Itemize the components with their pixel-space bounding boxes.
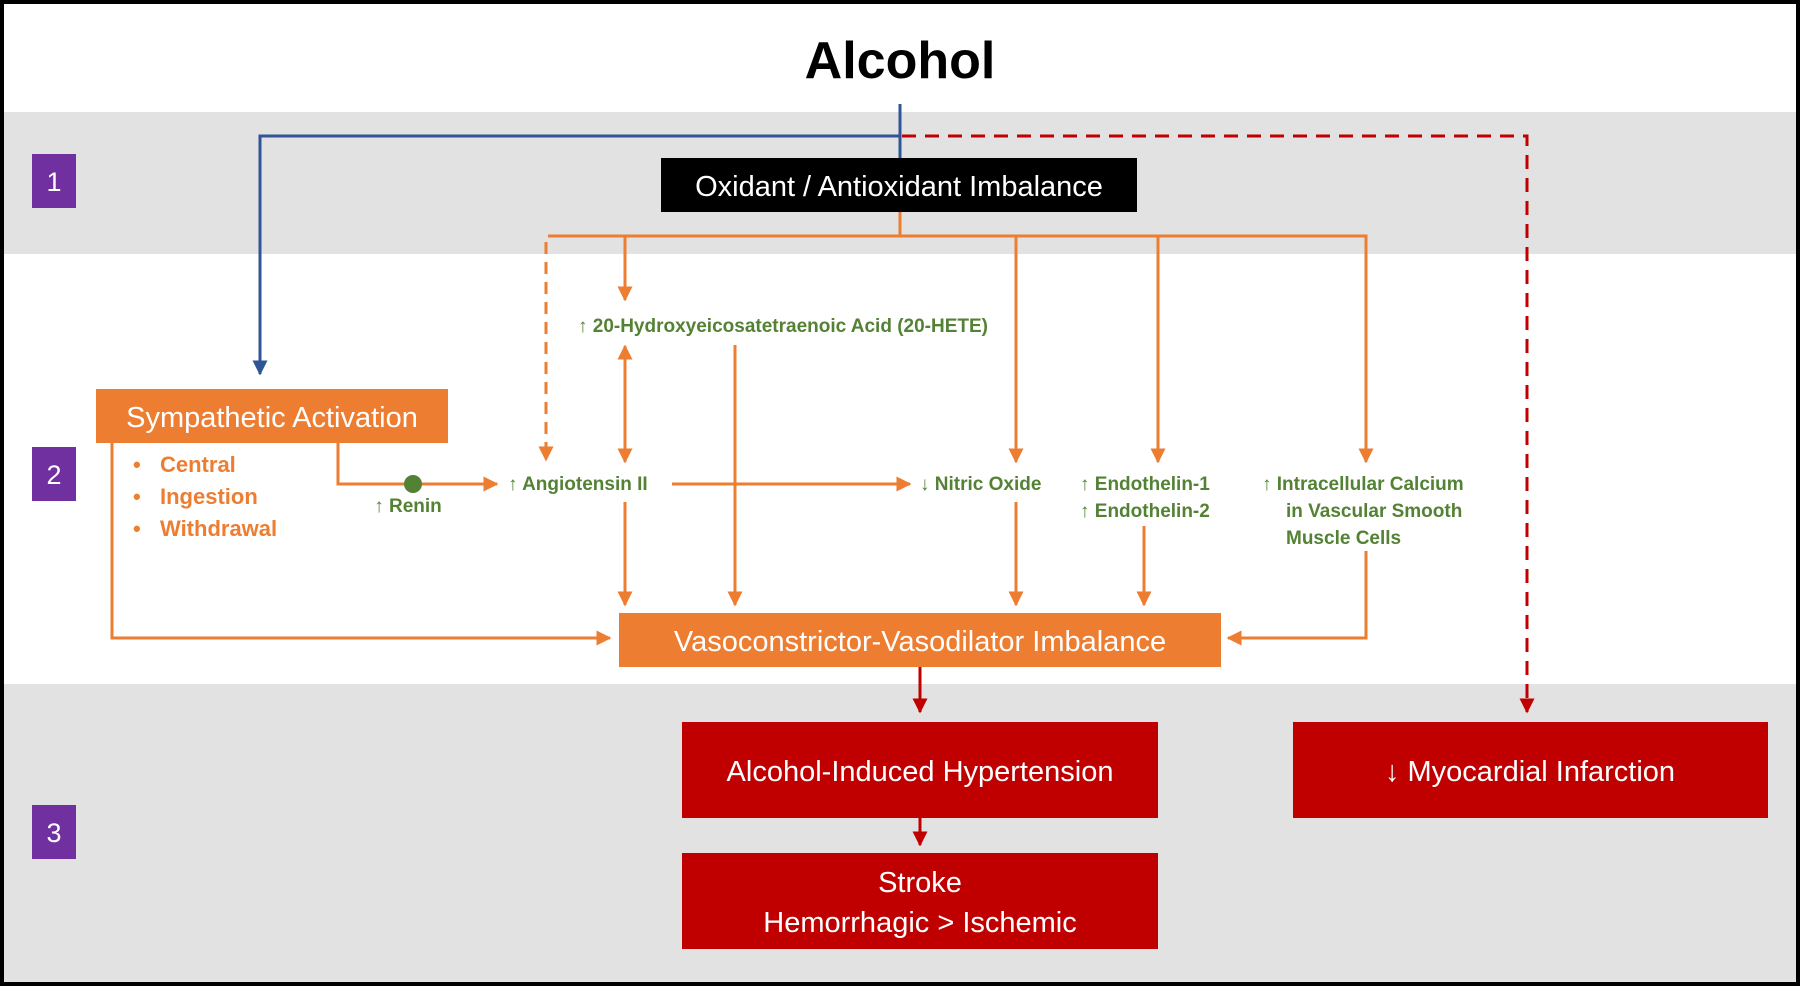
sympathetic-box bbox=[96, 389, 448, 443]
calcium-label-line-1: ↑ Intracellular Calcium bbox=[1262, 474, 1464, 495]
sympathetic-bullet-withdrawal: Withdrawal bbox=[160, 516, 277, 541]
renin-label: ↑ Renin bbox=[374, 496, 442, 517]
diagram-title: Alcohol bbox=[805, 32, 996, 90]
calcium-label-line-3: Muscle Cells bbox=[1286, 528, 1401, 549]
stroke-subtype-label: Hemorrhagic > Ischemic bbox=[763, 907, 1076, 939]
level-number-1: 1 bbox=[46, 167, 61, 197]
nitric-oxide-label: ↓ Nitric Oxide bbox=[920, 474, 1041, 495]
arrow-alcohol-to-mi bbox=[902, 134, 1535, 714]
bullet-dot-central: • bbox=[133, 452, 141, 477]
oxidant-label: Oxidant / Antioxidant Imbalance bbox=[695, 171, 1103, 203]
level-badge-1 bbox=[32, 154, 76, 208]
calcium-label-line-2: in Vascular Smooth bbox=[1286, 501, 1462, 522]
endothelin-1-label: ↑ Endothelin-1 bbox=[1080, 474, 1210, 495]
hypertension-label: Alcohol-Induced Hypertension bbox=[727, 756, 1114, 788]
stroke-label: Stroke bbox=[878, 867, 962, 899]
angiotensin-label: ↑ Angiotensin II bbox=[508, 474, 648, 495]
bullet-dot-withdrawal: • bbox=[133, 516, 141, 541]
level-badge-3 bbox=[32, 805, 76, 859]
dashed-oxidant-to-angiotensin bbox=[538, 234, 580, 462]
sympathetic-bullet-ingestion: Ingestion bbox=[160, 484, 258, 509]
sympathetic-label: Sympathetic Activation bbox=[126, 402, 418, 434]
vaso-box bbox=[619, 613, 1221, 667]
level-number-2: 2 bbox=[46, 460, 61, 490]
mi-box bbox=[1293, 722, 1768, 818]
level-number-3: 3 bbox=[46, 818, 61, 848]
stroke-box bbox=[682, 853, 1158, 949]
renin-node bbox=[404, 475, 422, 493]
vaso-label: Vasoconstrictor-Vasodilator Imbalance bbox=[674, 626, 1166, 658]
level-badge-2 bbox=[32, 447, 76, 501]
sympathetic-bullet-central: Central bbox=[160, 452, 236, 477]
hypertension-box bbox=[682, 722, 1158, 818]
mi-label: ↓ Myocardial Infarction bbox=[1385, 756, 1675, 788]
arrow-sympathetic-to-vaso bbox=[110, 443, 612, 646]
oxidant-box bbox=[661, 158, 1137, 212]
arrow-calcium-to-vaso bbox=[1226, 551, 1368, 646]
arrow-sympathetic-to-angiotensin bbox=[336, 443, 499, 492]
hete-label: ↑ 20-Hydroxyeicosatetraenoic Acid (20-HE… bbox=[578, 316, 988, 337]
endothelin-2-label: ↑ Endothelin-2 bbox=[1080, 501, 1210, 522]
bullet-dot-ingestion: • bbox=[133, 484, 141, 509]
